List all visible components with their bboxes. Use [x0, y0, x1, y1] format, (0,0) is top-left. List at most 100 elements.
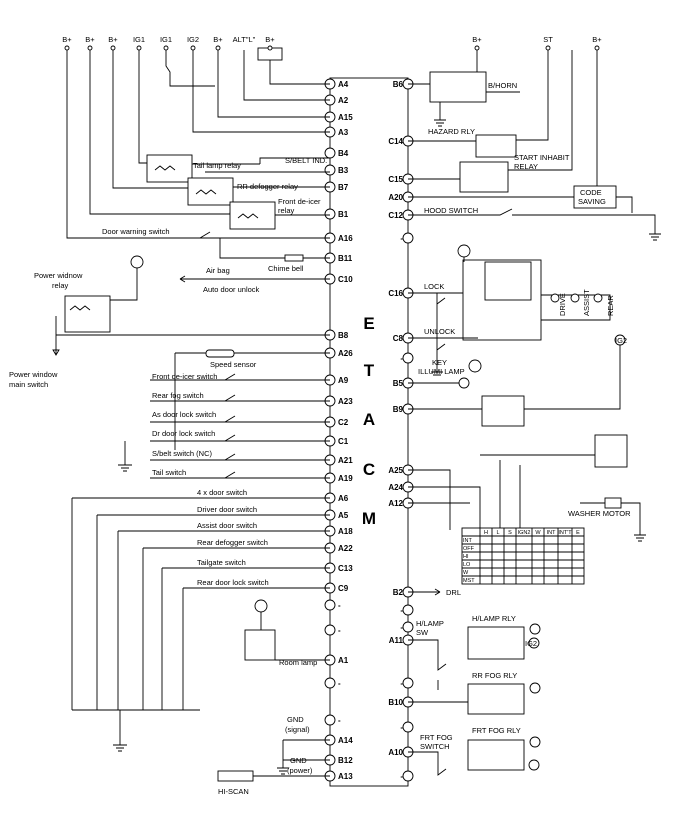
pin-r7-terminal	[402, 770, 414, 782]
front-deicer-switch-label: Front de-icer switch	[152, 372, 217, 381]
pin-C10-label: C10	[338, 275, 353, 284]
pin-C8-label: C8	[393, 334, 404, 343]
speed-sensor-label: Speed sensor	[210, 360, 257, 369]
rear-defogger-switch-label: Rear defogger switch	[197, 538, 268, 547]
pin-r4-label: -	[400, 623, 403, 632]
pin-B2-label: B2	[393, 588, 404, 597]
start-inhabit-label-2: RELAY	[514, 162, 538, 171]
pin-A19-label: A19	[338, 474, 353, 483]
supply-s5-label: IG1	[160, 35, 172, 44]
front-deicer-relay-label: Front de-icer	[278, 197, 321, 206]
washer-motor-label: WASHER MOTOR	[568, 509, 631, 518]
gnd-power-label: GND	[290, 756, 307, 765]
air-bag-label: Air bag	[206, 266, 230, 275]
supply-s8-label: ALT"L"	[233, 35, 256, 44]
front-deicer-relay-label-2: relay	[278, 206, 295, 215]
pin-C2-label: C2	[338, 418, 349, 427]
room-lamp-label: Room lamp	[279, 658, 317, 667]
ecm-module-box	[329, 77, 409, 787]
supply-s2-label: B+	[85, 35, 95, 44]
lock-label: LOCK	[424, 282, 444, 291]
supply-terminal	[474, 45, 480, 51]
pin-B10-label: B10	[388, 698, 403, 707]
pin-r2-terminal	[402, 352, 414, 364]
pin-A5-label: A5	[338, 511, 349, 520]
supply-s6-label: IG2	[187, 35, 199, 44]
pin-C14-label: C14	[388, 137, 403, 146]
tail-lamp-relay	[146, 154, 193, 183]
pin-C1-label: C1	[338, 437, 349, 446]
pin-A23-label: A23	[338, 397, 353, 406]
pin-B1-terminal	[324, 208, 336, 220]
pin-d4-terminal	[324, 714, 336, 726]
tailgate-switch-label: Tailgate switch	[197, 558, 246, 567]
pin-A13-label: A13	[338, 772, 353, 781]
right-component-labels: B/HORN HAZARD RLY START INHABIT RELAY CO…	[416, 81, 631, 751]
pin-B5-label: B5	[393, 379, 404, 388]
pin-A15-label: A15	[338, 113, 353, 122]
pin-A18-label: A18	[338, 527, 353, 536]
pin-r3-terminal	[402, 604, 414, 616]
room-lamp	[244, 629, 276, 661]
pin-A26-label: A26	[338, 349, 353, 358]
pin-B3-label: B3	[338, 166, 349, 175]
power-window-main-label: Power window	[9, 370, 58, 379]
wiper-table-header: E	[576, 530, 580, 536]
supply-terminal	[545, 45, 551, 51]
gnd-power-label-2: (power)	[287, 766, 313, 775]
pin-A3-label: A3	[338, 128, 349, 137]
horn-relay	[429, 71, 487, 103]
as-door-lock-switch-label: As door lock switch	[152, 410, 216, 419]
pin-B11-label: B11	[338, 254, 353, 263]
supply-s10-label: B+	[472, 35, 482, 44]
door-warning-switch-label: Door warning switch	[102, 227, 170, 236]
hood-switch-label: HOOD SWITCH	[424, 206, 478, 215]
drl-label: DRL	[446, 588, 461, 597]
rr-defogger-relay-label: RR defogger relay	[237, 182, 298, 191]
assist-door-switch-label: Assist door switch	[197, 521, 257, 530]
hlamp-sw-label-2: SW	[416, 628, 429, 637]
code-saving-label: CODE	[580, 188, 602, 197]
wiper-table-header: IGN2	[518, 530, 531, 536]
pin-r6-label: -	[400, 723, 403, 732]
wiper-table-header: S	[508, 530, 512, 536]
pin-A12-label: A12	[388, 499, 403, 508]
power-window-main-label-2: main switch	[9, 380, 48, 389]
supply-terminal	[87, 45, 93, 51]
pin-r7-label: -	[400, 772, 403, 781]
wiper-table-row-label: INT	[463, 538, 473, 544]
pin-A24-label: A24	[388, 483, 403, 492]
rear-fog-switch-label: Rear fog switch	[152, 391, 204, 400]
pin-d4-label: -	[338, 716, 341, 725]
pin-A14-label: A14	[338, 736, 353, 745]
assist-label: ASSIST	[582, 289, 591, 316]
pin-B6-label: B6	[393, 80, 404, 89]
power-window-relay-label-2: relay	[52, 281, 69, 290]
wiper-table-header: INT'T	[558, 530, 572, 536]
pin-A20-label: A20	[388, 193, 403, 202]
pin-C13-label: C13	[338, 564, 353, 573]
wiper-table-header: INT	[547, 530, 557, 536]
unlock-label: UNLOCK	[424, 327, 455, 336]
frt-fog-relay	[467, 739, 525, 771]
power-window-relay-label: Power widnow	[34, 271, 83, 280]
pin-C16-label: C16	[388, 289, 403, 298]
chime-bell-label: Chime bell	[268, 264, 304, 273]
pin-r4-terminal	[402, 621, 414, 633]
rr-defogger-relay	[187, 177, 234, 206]
frt-fog-switch-label-2: SWITCH	[420, 742, 450, 751]
hazard-relay	[475, 134, 517, 158]
supply-terminal	[64, 45, 70, 51]
pin-A16-label: A16	[338, 234, 353, 243]
wiper-table-row-label: MST	[463, 578, 475, 584]
supply-s3-label: B+	[108, 35, 118, 44]
pin-A21-label: A21	[338, 456, 353, 465]
supply-terminal	[110, 45, 116, 51]
pin-d2-terminal	[324, 624, 336, 636]
supply-s1-label: B+	[62, 35, 72, 44]
dr-door-lock-switch-label: Dr door lock switch	[152, 429, 215, 438]
tail-switch-label: Tail switch	[152, 468, 186, 477]
left-wiring	[52, 50, 330, 782]
pin-r2-label: -	[400, 354, 403, 363]
